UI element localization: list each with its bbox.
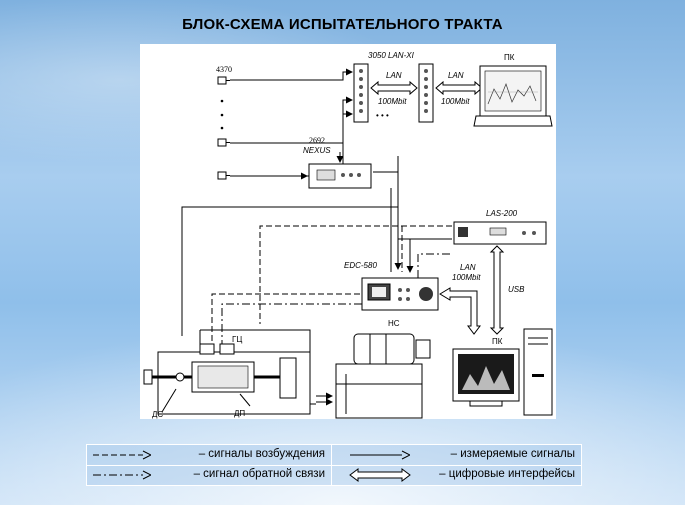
- measured-signal-wires: [230, 68, 353, 177]
- displacement-sensor-label: ДП: [234, 409, 245, 418]
- lan-speed-label: 100Mbit: [441, 97, 470, 106]
- legend-item-measured: – измеряемые сигналы: [332, 445, 581, 465]
- legend-text: – сигнал обратной связи: [193, 468, 325, 480]
- solid-arrow-icon: [350, 450, 410, 460]
- double-arrow-icon: [349, 468, 411, 482]
- cylinder-label: ГЦ: [232, 335, 242, 344]
- legend-row: – сигнал обратной связи – цифровые интер…: [87, 465, 581, 485]
- lan-label: LAN: [460, 263, 476, 272]
- legend-text: – измеряемые сигналы: [450, 448, 575, 460]
- legend-item-excitation: – сигналы возбуждения: [87, 445, 332, 465]
- legend-row: – сигналы возбуждения – измеряемые сигна…: [87, 445, 581, 466]
- sensor-icon: [217, 138, 230, 147]
- las-label: LAS-200: [486, 209, 518, 218]
- dots-label: • • •: [376, 111, 389, 120]
- legend-item-digital: – цифровые интерфейсы: [332, 465, 581, 485]
- sensor-icon: [217, 76, 230, 85]
- lanxi-module: [353, 63, 434, 123]
- las200-module: [453, 221, 547, 245]
- test-rig: [143, 343, 311, 415]
- usb-label: USB: [508, 285, 525, 294]
- lan-label: LAN: [448, 71, 464, 80]
- digital-interface-arrow: [439, 245, 505, 335]
- pump-label: НС: [388, 319, 400, 328]
- dash-dot-arrow-icon: [93, 470, 151, 480]
- lan-speed-label: 100Mbit: [378, 97, 407, 106]
- laptop-pc-icon: [473, 65, 553, 127]
- hydraulic-pump-station: [335, 333, 431, 419]
- dashed-arrow-icon: [93, 450, 151, 460]
- pc-label: ПК: [504, 53, 515, 62]
- sensor-label: 4370: [216, 65, 232, 74]
- legend-text: – цифровые интерфейсы: [439, 468, 575, 480]
- excitation-signal-lines: [211, 225, 452, 342]
- feedback-signal-lines: [199, 253, 452, 415]
- desktop-pc-icon: [452, 328, 553, 416]
- digital-interface-arrow: [370, 80, 483, 96]
- lan-label: LAN: [386, 71, 402, 80]
- nexus-model-label: 2692: [309, 136, 325, 145]
- lan-speed-label: 100Mbit: [452, 273, 481, 282]
- block-diagram: 4370 3050 LAN-XI • • •: [140, 44, 556, 419]
- sensor-icon: [217, 171, 230, 180]
- legend-item-feedback: – сигнал обратной связи: [87, 465, 332, 485]
- force-sensor-label: ДС: [152, 410, 163, 419]
- legend-table: – сигналы возбуждения – измеряемые сигна…: [86, 444, 582, 486]
- block-diagram-canvas: 4370 3050 LAN-XI • • •: [143, 51, 553, 419]
- edc580-controller: [361, 277, 439, 311]
- legend-text: – сигналы возбуждения: [198, 448, 325, 460]
- nexus-label: NEXUS: [303, 146, 331, 155]
- pc-label: ПК: [492, 337, 503, 346]
- nexus-amplifier: [308, 163, 372, 189]
- slide-title: БЛОК-СХЕМА ИСПЫТАТЕЛЬНОГО ТРАКТА: [182, 16, 503, 33]
- edc-label: EDC-580: [344, 261, 377, 270]
- accelerometer-sensors: [217, 76, 230, 180]
- lanxi-label: 3050 LAN-XI: [368, 51, 415, 60]
